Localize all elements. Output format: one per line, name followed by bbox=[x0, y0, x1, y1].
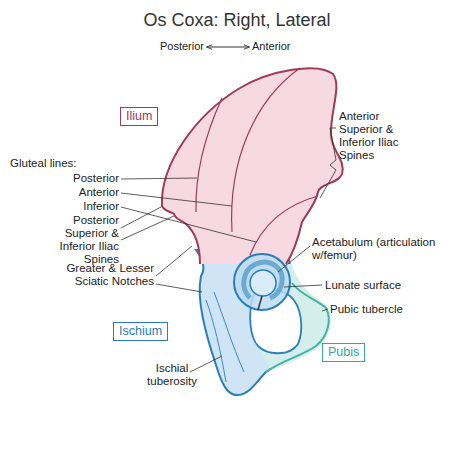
leader-line bbox=[121, 216, 174, 240]
callout-label: Ischial tuberosity bbox=[140, 362, 204, 388]
callout-label: Acetabulum (articulation w/femur) bbox=[312, 236, 437, 262]
callout-label: Posterior bbox=[160, 40, 204, 53]
part-name: Pubis bbox=[328, 345, 359, 360]
ilium-shape bbox=[162, 68, 343, 264]
callout-label: Posterior bbox=[73, 172, 119, 185]
callout-label: Posterior Superior & Inferior Iliac Spin… bbox=[53, 214, 119, 266]
leader-line bbox=[121, 193, 232, 206]
leader-line bbox=[121, 178, 197, 179]
gluteal-line bbox=[196, 98, 222, 212]
leader-line bbox=[320, 128, 336, 198]
diagram-title: Os Coxa: Right, Lateral bbox=[0, 10, 474, 31]
callout-label: Gluteal lines: bbox=[10, 157, 76, 170]
gluteal-line bbox=[250, 196, 318, 255]
leader-line bbox=[156, 246, 192, 276]
ischium-contour bbox=[206, 300, 226, 382]
ischium-contour bbox=[214, 292, 244, 372]
callout-label: Anterior bbox=[79, 186, 119, 199]
part-name: Ilium bbox=[126, 109, 152, 124]
callout-label: Lunate surface bbox=[325, 279, 401, 292]
leader-line bbox=[284, 285, 322, 287]
callout-label: Greater & Lesser Sciatic Notches bbox=[59, 262, 154, 288]
part-name-box: Pubis bbox=[322, 343, 365, 362]
leader-line bbox=[121, 207, 256, 242]
part-name-box: Ilium bbox=[120, 107, 158, 126]
ilium-outline bbox=[162, 68, 343, 264]
acetabular-fossa bbox=[250, 270, 276, 296]
lunate-surface bbox=[244, 262, 282, 298]
part-name: Ischium bbox=[119, 324, 162, 339]
direction-arrow bbox=[207, 47, 249, 48]
part-name-box: Ischium bbox=[113, 322, 168, 341]
callout-label: Anterior Superior & Inferior Iliac Spine… bbox=[339, 110, 409, 162]
callout-label: Inferior bbox=[83, 200, 119, 213]
callout-label: Pubic tubercle bbox=[330, 303, 403, 316]
acetabulum-rim bbox=[234, 254, 290, 310]
leader-line bbox=[156, 284, 202, 292]
leader-line bbox=[278, 246, 310, 272]
leader-line bbox=[190, 356, 222, 372]
leader-line bbox=[322, 309, 328, 311]
callout-label: Anterior bbox=[252, 40, 291, 53]
acetabular-notch bbox=[258, 296, 262, 310]
